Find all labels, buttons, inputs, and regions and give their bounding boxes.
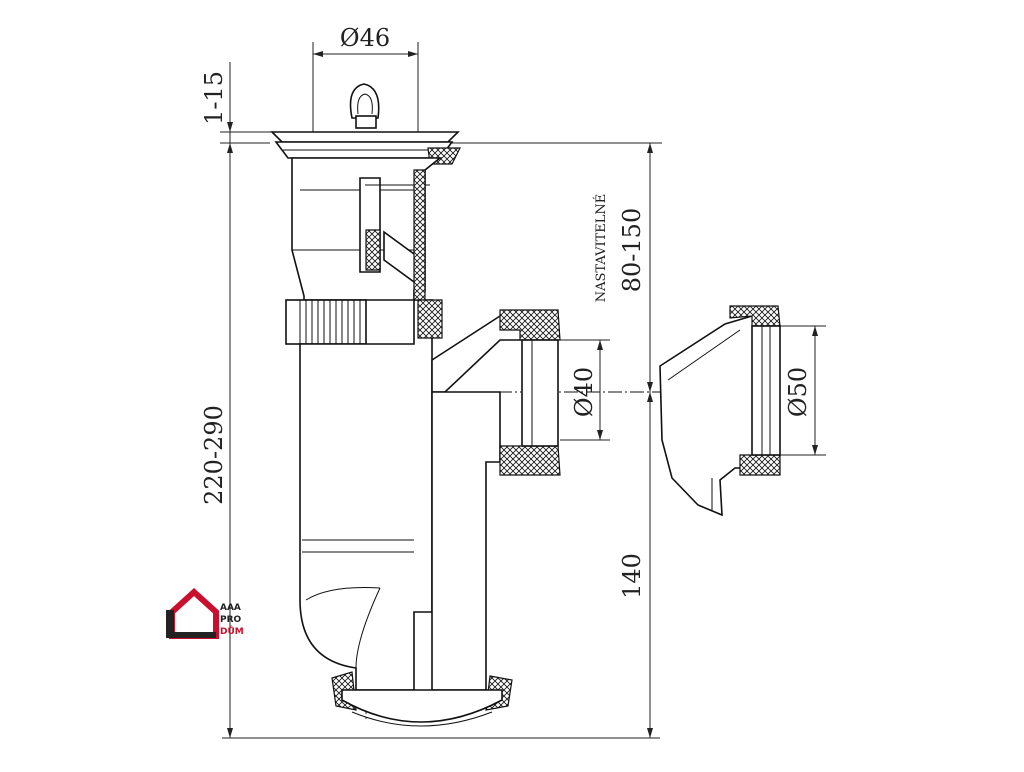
overall-height-label: 220-290 (200, 405, 228, 505)
dimension-overall-height: 220-290 (200, 143, 660, 739)
strainer-diameter-label: Ø46 (340, 24, 390, 52)
logo-text-line2: PRO (220, 615, 242, 625)
aaa-pro-dum-logo: AAA PRO DŮM (166, 587, 244, 639)
adapter-fitting (659, 305, 781, 517)
logo-text-line3: DŮM (220, 625, 244, 637)
dimension-adapter-diameter: Ø50 (780, 325, 826, 456)
dimension-outlet-diameter: Ø40 (560, 339, 610, 441)
ring-handle-icon (349, 83, 380, 119)
house-logo-icon (169, 587, 219, 639)
adapter-diameter-label: Ø50 (784, 367, 812, 417)
dimension-rim-height: 1-15 (200, 62, 300, 160)
rim-height-label: 1-15 (200, 71, 228, 125)
knurled-nut (299, 300, 361, 344)
dimension-adjustable: NASTAVITELNÉ 80-150 140 (440, 142, 662, 738)
bottom-height-label: 140 (618, 553, 646, 599)
adjustable-note-label: NASTAVITELNÉ (593, 194, 609, 303)
logo-text-line1: AAA (220, 603, 241, 613)
siphon-body (270, 83, 561, 727)
adjustable-range-label: 80-150 (618, 208, 646, 292)
dimension-strainer-diameter: Ø46 (312, 24, 419, 132)
